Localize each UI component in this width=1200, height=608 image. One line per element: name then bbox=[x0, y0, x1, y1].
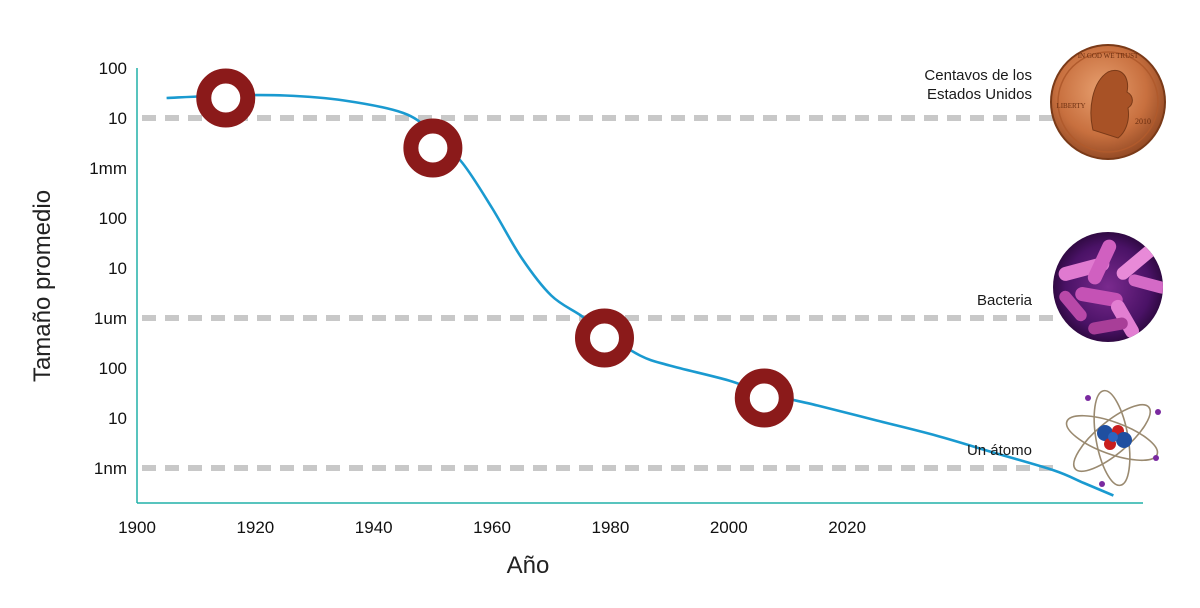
markers bbox=[196, 68, 794, 428]
axes bbox=[136, 68, 1143, 504]
y-tick-label: 100 bbox=[99, 359, 127, 378]
reference-label: Centavos de los bbox=[924, 67, 1032, 84]
penny-liberty-text: LIBERTY bbox=[1056, 102, 1085, 110]
penny-top-text: IN GOD WE TRUST bbox=[1078, 52, 1139, 60]
y-tick-label: 10 bbox=[108, 409, 127, 428]
bacteria-icon bbox=[1053, 232, 1163, 342]
y-tick-label: 100 bbox=[99, 59, 127, 78]
y-axis-title: Tamaño promedio bbox=[29, 190, 56, 382]
x-tick-label: 1900 bbox=[118, 518, 156, 537]
x-tick-label: 1920 bbox=[236, 518, 274, 537]
series-curve bbox=[166, 93, 1114, 497]
data-point-marker bbox=[734, 368, 794, 428]
data-point-marker bbox=[196, 68, 256, 128]
atom-icon bbox=[1065, 389, 1161, 487]
x-tick-label: 1980 bbox=[591, 518, 629, 537]
data-point-marker bbox=[403, 118, 463, 178]
x-tick-labels: 1900 1920 1940 1960 1980 2000 2020 bbox=[118, 518, 866, 537]
x-tick-label: 2000 bbox=[710, 518, 748, 537]
reference-label: Un átomo bbox=[967, 442, 1032, 459]
y-tick-label: 10 bbox=[108, 259, 127, 278]
reference-label: Estados Unidos bbox=[927, 86, 1032, 103]
y-tick-label: 1um bbox=[94, 309, 127, 328]
reference-label: Bacteria bbox=[977, 292, 1033, 309]
y-tick-label: 100 bbox=[99, 209, 127, 228]
penny-icon: IN GOD WE TRUST LIBERTY 2010 bbox=[1050, 44, 1166, 160]
series-line bbox=[166, 93, 1114, 497]
y-tick-label: 1mm bbox=[89, 159, 127, 178]
y-tick-label: 10 bbox=[108, 109, 127, 128]
x-tick-label: 2020 bbox=[828, 518, 866, 537]
y-tick-label: 1nm bbox=[94, 459, 127, 478]
penny-year-text: 2010 bbox=[1135, 117, 1151, 126]
reference-lines bbox=[142, 115, 1056, 471]
x-tick-label: 1940 bbox=[355, 518, 393, 537]
data-point-marker bbox=[574, 308, 634, 368]
x-axis-title: Año bbox=[507, 552, 550, 579]
y-tick-labels: 100 10 1mm 100 10 1um 100 10 1nm bbox=[89, 59, 127, 478]
x-tick-label: 1960 bbox=[473, 518, 511, 537]
